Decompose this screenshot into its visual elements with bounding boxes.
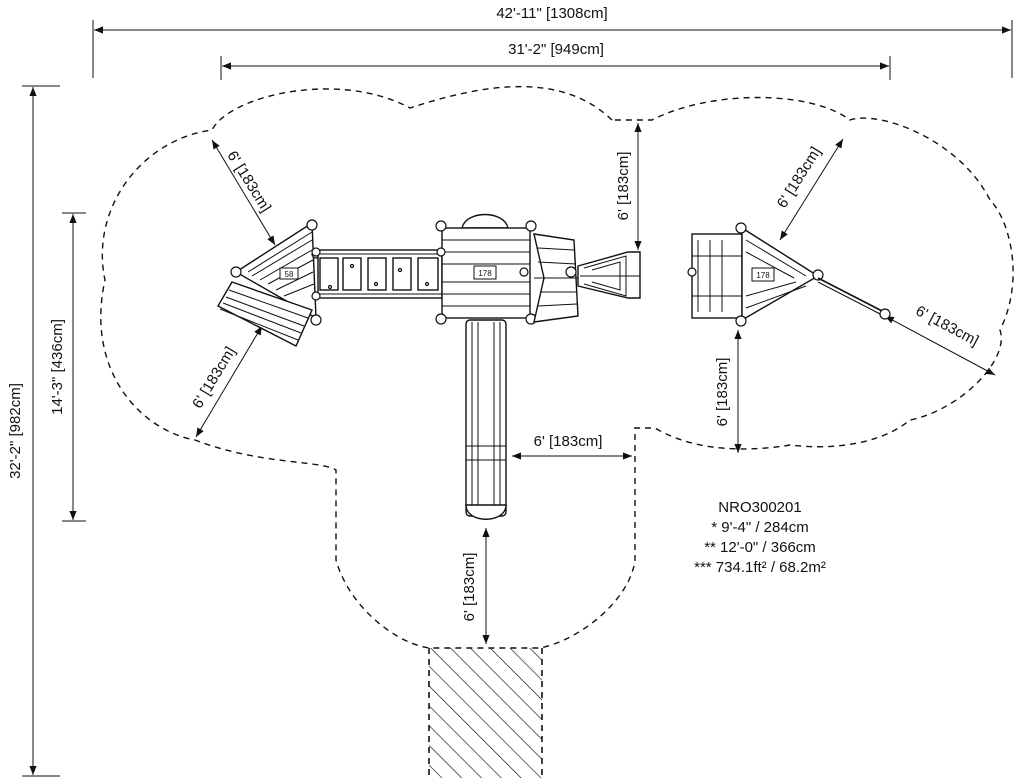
- post-icon: [735, 315, 747, 327]
- inner-width-dimension: 31'-2" [949cm]: [220, 41, 891, 80]
- post-icon: [687, 267, 697, 277]
- clearance-label: 6' [183cm]: [913, 302, 982, 349]
- inner-width-label: 31'-2" [949cm]: [508, 41, 604, 58]
- clearance-label: 6' [183cm]: [714, 358, 731, 427]
- right-rope: [817, 277, 891, 320]
- clearance-label: 6' [183cm]: [774, 144, 825, 211]
- post-icon: [306, 219, 318, 231]
- center-deck-tag: 178: [478, 269, 492, 278]
- post-icon: [230, 266, 242, 278]
- climber: [577, 251, 641, 299]
- model-number: NRO300201: [718, 499, 801, 516]
- overall-width-label: 42'-11" [1308cm]: [496, 5, 607, 22]
- use-zone-boundary: [100, 85, 1014, 649]
- center-roof: [533, 233, 579, 323]
- clearance-right-diagonal: 6' [183cm]: [884, 302, 996, 376]
- post-icon: [435, 313, 447, 325]
- post-icon: [310, 314, 322, 326]
- clearance-bottom-left: 6' [183cm]: [189, 325, 263, 438]
- access-hatch-area: [428, 648, 543, 778]
- clearance-label: 6' [183cm]: [615, 152, 632, 221]
- clearance-top-center: 6' [183cm]: [615, 123, 642, 250]
- clearance-label: 6' [183cm]: [223, 148, 274, 215]
- clearance-slide-side: 6' [183cm]: [512, 433, 632, 460]
- info-line-3: *** 734.1ft² / 68.2m²: [694, 559, 826, 576]
- post-icon: [435, 220, 447, 232]
- center-deck: 178: [435, 213, 537, 325]
- info-line-1: * 9'-4" / 284cm: [711, 519, 808, 536]
- inner-height-label: 14'-3" [436cm]: [49, 319, 66, 415]
- info-line-2: ** 12'-0" / 366cm: [704, 539, 816, 556]
- post-icon: [311, 291, 321, 301]
- clearance-label: 6' [183cm]: [534, 433, 603, 450]
- post-icon: [812, 269, 824, 281]
- overall-width-dimension: 42'-11" [1308cm]: [92, 5, 1013, 78]
- left-deck-tag: 58: [285, 270, 294, 279]
- post-icon: [525, 220, 537, 232]
- slide: [465, 319, 507, 520]
- clearance-right-bottom: 6' [183cm]: [714, 330, 742, 453]
- right-deck: 178: [687, 222, 824, 327]
- post-icon: [436, 247, 446, 257]
- clearance-top-left: 6' [183cm]: [211, 139, 276, 246]
- clearance-slide-end: 6' [183cm]: [461, 528, 490, 644]
- post-icon: [311, 247, 321, 257]
- overall-height-dimension: 32'-2" [982cm]: [7, 85, 60, 777]
- clearance-label: 6' [183cm]: [461, 553, 478, 622]
- right-deck-tag: 178: [756, 271, 770, 280]
- clearance-right-top: 6' [183cm]: [774, 138, 844, 241]
- overall-height-label: 32'-2" [982cm]: [7, 383, 24, 479]
- post-icon: [735, 222, 747, 234]
- post-icon: [879, 308, 891, 320]
- info-block: NRO300201 * 9'-4" / 284cm ** 12'-0" / 36…: [694, 499, 826, 576]
- left-steps: [217, 281, 313, 347]
- left-deck: 58: [230, 219, 322, 326]
- post-icon: [519, 267, 529, 277]
- inner-height-dimension: 14'-3" [436cm]: [49, 212, 86, 522]
- bridge: [311, 247, 443, 301]
